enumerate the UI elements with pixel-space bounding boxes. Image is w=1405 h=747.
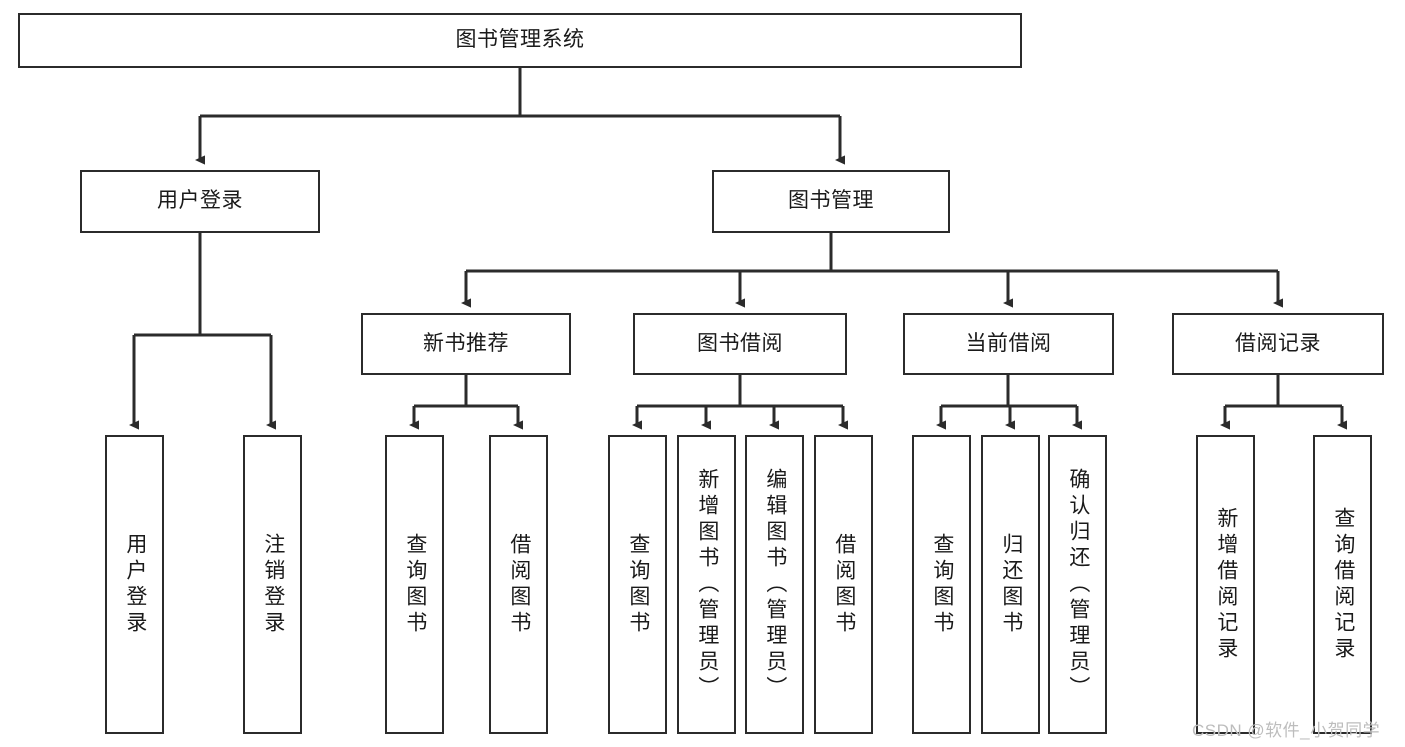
node-current-borrow[interactable]: 当前借阅 — [903, 313, 1114, 375]
node-borrow-record[interactable]: 借阅记录 — [1172, 313, 1384, 375]
node-leaf-add-record[interactable]: 新增借阅记录 — [1196, 435, 1255, 734]
node-label: 新增图书（管理员） — [695, 467, 719, 702]
node-leaf-return-book[interactable]: 归还图书 — [981, 435, 1040, 734]
node-leaf-confirm-return[interactable]: 确认归还（管理员） — [1048, 435, 1107, 734]
node-label: 当前借阅 — [965, 331, 1052, 355]
node-label: 用户登录 — [123, 532, 147, 637]
node-user-login[interactable]: 用户登录 — [80, 170, 320, 233]
node-label: 新增借阅记录 — [1214, 506, 1238, 663]
node-leaf-query-book-1[interactable]: 查询图书 — [385, 435, 444, 734]
node-label: 确认归还（管理员） — [1066, 467, 1090, 702]
node-leaf-borrow-book-2[interactable]: 借阅图书 — [814, 435, 873, 734]
node-leaf-query-book-3[interactable]: 查询图书 — [912, 435, 971, 734]
node-label: 图书管理系统 — [455, 28, 585, 52]
watermark-csdn: CSDN @软件_小贺同学 — [1192, 721, 1381, 740]
node-label: 归还图书 — [999, 532, 1023, 637]
node-book-borrow[interactable]: 图书借阅 — [633, 313, 847, 375]
node-label: 图书借阅 — [697, 331, 783, 355]
node-label: 查询图书 — [626, 532, 650, 637]
node-label: 查询图书 — [403, 532, 427, 637]
node-label: 新书推荐 — [423, 331, 509, 355]
node-leaf-logout-login[interactable]: 注销登录 — [243, 435, 302, 734]
node-leaf-edit-book[interactable]: 编辑图书（管理员） — [745, 435, 804, 734]
node-label: 图书管理 — [788, 189, 874, 213]
node-label: 注销登录 — [261, 532, 285, 637]
node-label: 编辑图书（管理员） — [763, 467, 787, 702]
node-book-management[interactable]: 图书管理 — [712, 170, 950, 233]
node-leaf-borrow-book-1[interactable]: 借阅图书 — [489, 435, 548, 734]
node-label: 查询借阅记录 — [1331, 506, 1355, 663]
node-label: 借阅图书 — [832, 532, 856, 637]
node-root-book-management-system[interactable]: 图书管理系统 — [18, 13, 1022, 68]
node-label: 查询图书 — [930, 532, 954, 637]
node-leaf-query-record[interactable]: 查询借阅记录 — [1313, 435, 1372, 734]
node-new-book-recommend[interactable]: 新书推荐 — [361, 313, 571, 375]
node-label: 用户登录 — [157, 189, 243, 213]
node-label: 借阅记录 — [1235, 331, 1321, 355]
node-leaf-add-book[interactable]: 新增图书（管理员） — [677, 435, 736, 734]
node-label: 借阅图书 — [507, 532, 531, 637]
node-leaf-query-book-2[interactable]: 查询图书 — [608, 435, 667, 734]
node-leaf-user-login[interactable]: 用户登录 — [105, 435, 164, 734]
